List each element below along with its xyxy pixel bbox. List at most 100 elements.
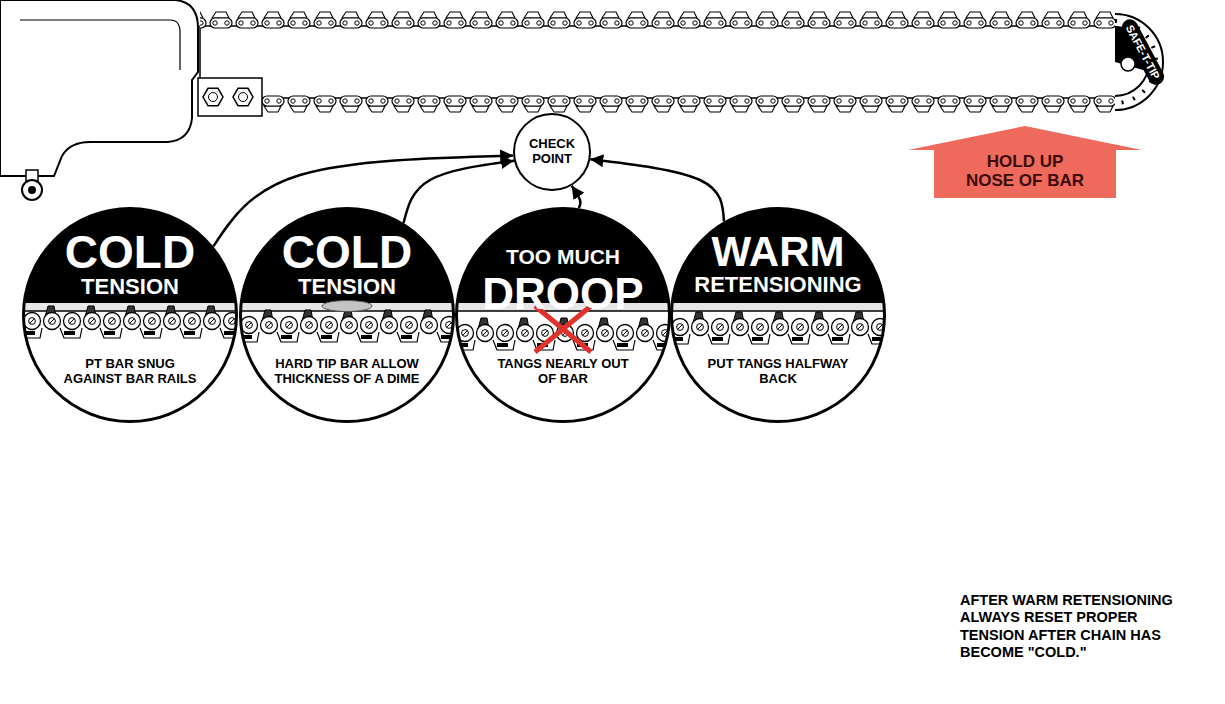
chain-link (637, 325, 654, 342)
rivet (29, 318, 36, 325)
bar-edge (670, 303, 886, 311)
rivet-mark (623, 331, 628, 336)
chain-link (617, 325, 634, 342)
chain-link (792, 319, 809, 336)
rivet-mark (463, 331, 468, 336)
chain-link (341, 317, 358, 334)
circle-ground (22, 207, 238, 423)
tension-detail-circle: COLD TENSIONHARD TIP BAR ALLOW THICKNESS… (239, 207, 455, 423)
rivet (677, 324, 684, 331)
heading-band (670, 207, 886, 303)
rivet-mark (367, 323, 372, 328)
rivet-mark (818, 325, 823, 330)
chain-link (204, 313, 221, 330)
depth-gauge (104, 331, 115, 335)
rivet (602, 330, 609, 337)
depth-gauge (617, 343, 628, 347)
rivet-mark (150, 319, 155, 324)
circle-heading: WARM RETENSIONING (688, 231, 868, 303)
housing-edge (20, 20, 180, 70)
chain-link (832, 319, 849, 336)
powerhead-housing (0, 0, 198, 176)
rivet (737, 324, 744, 331)
chain-link (381, 317, 398, 334)
bar-nut (209, 93, 218, 102)
depth-gauge (281, 335, 292, 339)
chain-link (24, 313, 41, 330)
rivet-mark (307, 323, 312, 328)
circle-heading: COLD TENSION (40, 229, 220, 303)
heading-band (455, 207, 671, 303)
chain-link (281, 317, 298, 334)
nose-rivet (1121, 57, 1135, 71)
circle-outline (241, 209, 454, 422)
chain-link (732, 319, 749, 336)
chain-link (144, 313, 161, 330)
circle-caption: PT BAR SNUG AGAINST BAR RAILS (55, 357, 205, 387)
circle-ground (239, 207, 455, 423)
rivet (69, 318, 76, 325)
rivet-mark (387, 323, 392, 328)
rivet (286, 322, 293, 329)
rivet (697, 324, 704, 331)
depth-gauge (64, 331, 75, 335)
chain-link (712, 319, 729, 336)
circle-outline (672, 209, 885, 422)
bumper-hub (28, 186, 36, 194)
rivet (109, 318, 116, 325)
rivet-mark (447, 323, 452, 328)
red-arrow (908, 126, 1142, 198)
saw-chain-bottom (262, 91, 1115, 113)
rivet-mark (738, 325, 743, 330)
depth-gauge (832, 337, 843, 341)
heading-band (239, 207, 455, 303)
chain-link (852, 319, 869, 336)
chain-link (477, 325, 494, 342)
rivet (502, 330, 509, 337)
chain-link (164, 313, 181, 330)
arrow-connector (590, 159, 724, 221)
rivet-mark (838, 325, 843, 330)
chain-link (692, 319, 709, 336)
circle-outline (457, 209, 670, 422)
circle-heading: COLD TENSION (257, 229, 437, 303)
circle-ground (455, 207, 671, 423)
rivet (857, 324, 864, 331)
depth-gauge (712, 337, 723, 341)
chain-link (64, 313, 81, 330)
rivet-mark (758, 325, 763, 330)
circle-heading: TOO MUCH DROOP (473, 227, 653, 303)
chain-link (772, 319, 789, 336)
chain-link (261, 317, 278, 334)
rivet (777, 324, 784, 331)
chain-link (124, 313, 141, 330)
depth-gauge (184, 331, 195, 335)
rivet (406, 322, 413, 329)
rivet-mark (170, 319, 175, 324)
rivet (797, 324, 804, 331)
rivet-mark (718, 325, 723, 330)
circle-ground (670, 207, 886, 423)
rivet-mark (267, 323, 272, 328)
rivet-mark (523, 331, 528, 336)
rivet-mark (230, 319, 235, 324)
rivet-mark (210, 319, 215, 324)
chain-link (84, 313, 101, 330)
rivet-mark (407, 323, 412, 328)
rivet-mark (778, 325, 783, 330)
rivet (542, 330, 549, 337)
rivet (209, 318, 216, 325)
circle-caption: PUT TANGS HALFWAY BACK (703, 357, 853, 387)
chain-link (421, 317, 438, 334)
rivet (817, 324, 824, 331)
chain-link (321, 317, 338, 334)
circle-caption: TANGS NEARLY OUT OF BAR (488, 357, 638, 387)
rivet-mark (603, 331, 608, 336)
rivet (306, 322, 313, 329)
chain-link (497, 325, 514, 342)
depth-gauge (792, 337, 803, 341)
hold-up-arrow: HOLD UP NOSE OF BAR (908, 126, 1142, 198)
chain-link (361, 317, 378, 334)
rivet (49, 318, 56, 325)
check-point-circle: CHECK POINT (513, 113, 591, 191)
